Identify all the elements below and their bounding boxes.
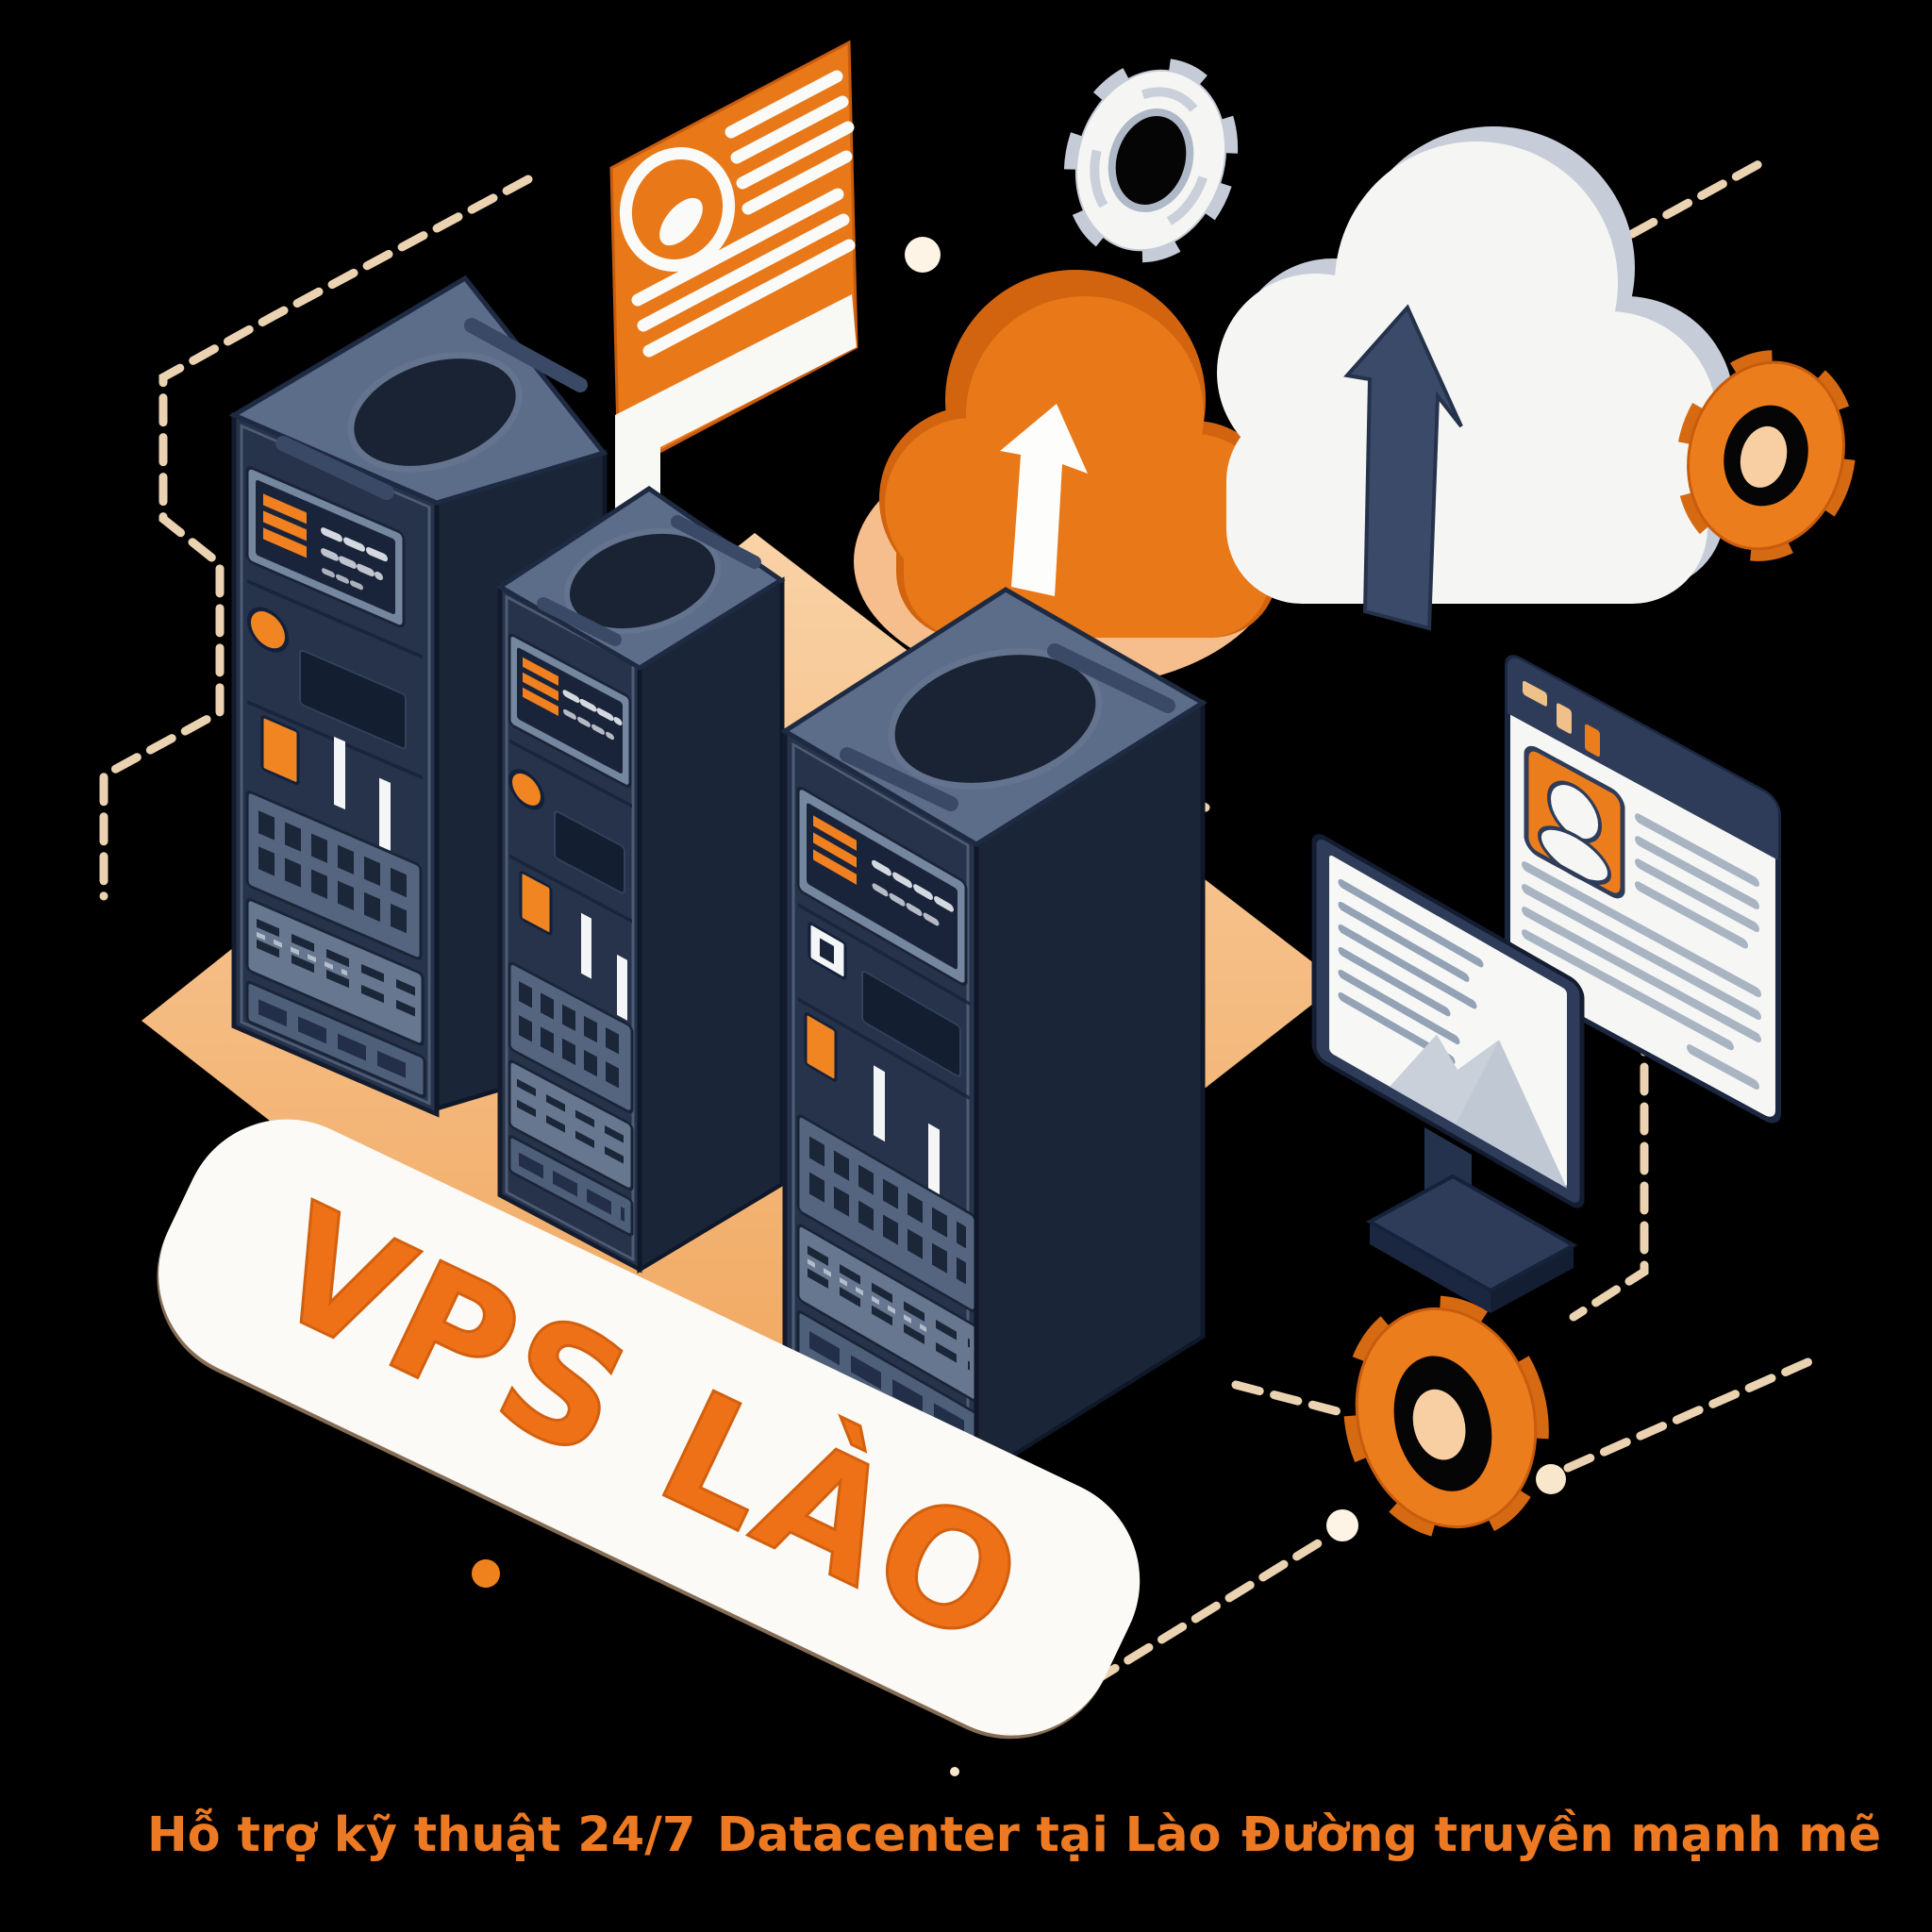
browser-button — [1523, 680, 1547, 707]
monitor-icon — [1311, 834, 1585, 1313]
server-rack-2 — [495, 485, 786, 1274]
gear-icon-orange-bottom — [1343, 1295, 1549, 1541]
document-card-icon — [609, 40, 858, 534]
upload-cloud-orange-icon — [879, 270, 1281, 638]
server-rack-3 — [780, 587, 1208, 1483]
upload-arrow-white — [1000, 404, 1088, 596]
circuit-nodes — [472, 237, 1566, 1776]
browser-button — [1585, 724, 1600, 757]
gear-icon-white — [1063, 58, 1239, 263]
upload-arrow-navy — [1343, 304, 1463, 631]
gear-icon-orange-top — [1675, 350, 1857, 561]
upload-cloud-white-icon — [1217, 126, 1734, 631]
browser-button — [1557, 703, 1572, 734]
